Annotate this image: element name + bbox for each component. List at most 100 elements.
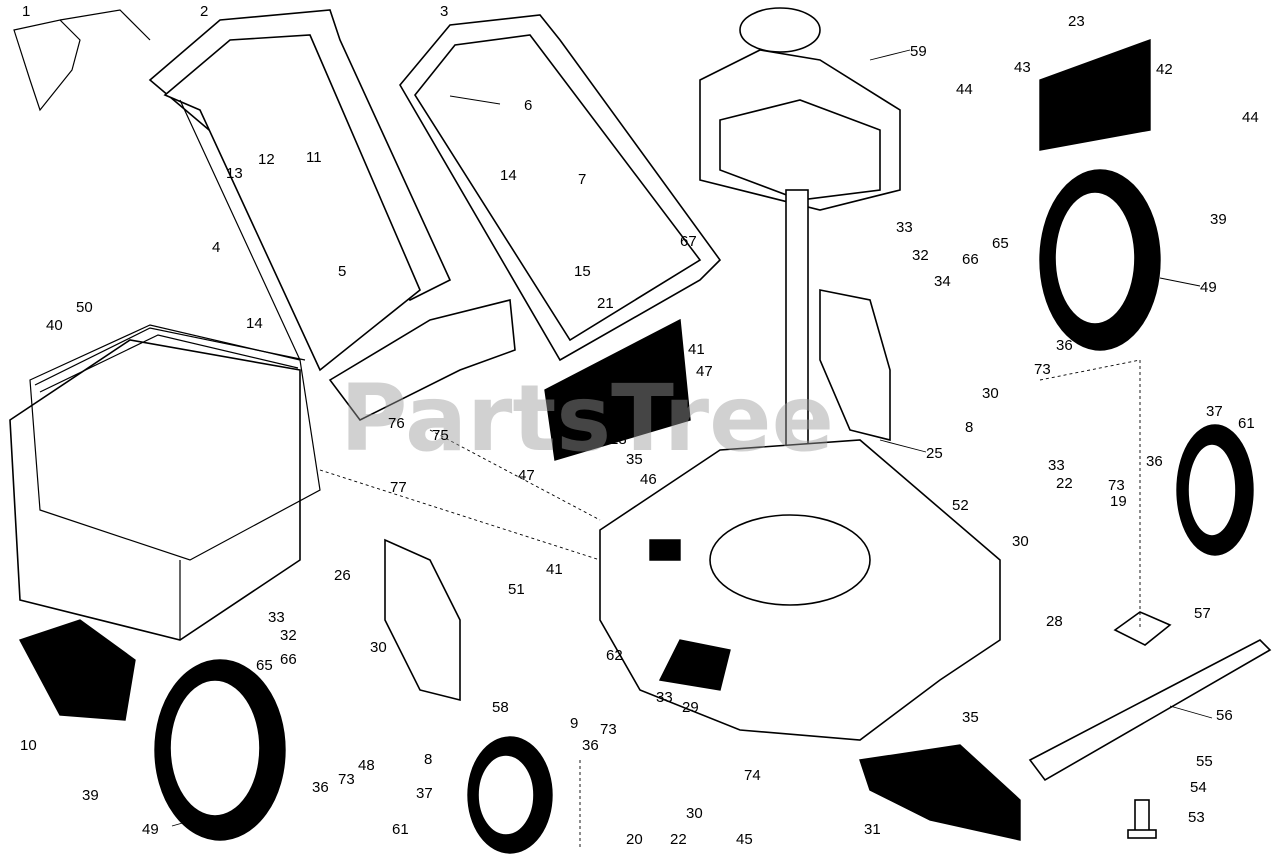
callout-31: 31 [864, 821, 881, 838]
callout-36c: 36 [582, 737, 599, 754]
callout-labels: 1 2 3 4 5 6 7 8 8 9 10 11 12 13 14 14 15… [20, 3, 1259, 848]
callout-61b: 61 [392, 821, 409, 838]
callout-22: 22 [1056, 475, 1073, 492]
callout-4: 4 [212, 239, 220, 256]
bolt-53 [1127, 799, 1157, 839]
wheel-37-bottom [467, 736, 553, 854]
callout-8b: 8 [424, 751, 432, 768]
callout-33b: 33 [1048, 457, 1065, 474]
callout-65b: 65 [256, 657, 273, 674]
handle-upper-1 [13, 9, 151, 112]
callout-33d: 33 [656, 689, 673, 706]
callout-57: 57 [1194, 605, 1211, 622]
callout-32b: 32 [280, 627, 297, 644]
callout-62: 62 [606, 647, 623, 664]
callout-50: 50 [76, 299, 93, 316]
callout-44: 44 [956, 81, 973, 98]
callout-33: 33 [896, 219, 913, 236]
callout-33c: 33 [268, 609, 285, 626]
handle-lower-3 [399, 14, 722, 362]
callout-5: 5 [338, 263, 346, 280]
callout-45: 45 [736, 831, 753, 848]
callout-48: 48 [358, 757, 375, 774]
callout-73: 73 [1034, 361, 1051, 378]
wheel-37-right [1176, 424, 1254, 556]
callout-37: 37 [1206, 403, 1223, 420]
callout-34: 34 [934, 273, 951, 290]
callout-10: 10 [20, 737, 37, 754]
bracket-25 [819, 289, 891, 442]
rear-flap-23 [1039, 39, 1151, 151]
callout-40: 40 [46, 317, 63, 334]
callout-49b: 49 [142, 821, 159, 838]
callout-51: 51 [508, 581, 525, 598]
callout-36d: 36 [312, 779, 329, 796]
callout-8: 8 [965, 419, 973, 436]
callout-30c: 30 [370, 639, 387, 656]
callout-75: 75 [432, 427, 449, 444]
callout-25: 25 [926, 445, 943, 462]
mower-deck-52 [599, 439, 1001, 741]
callout-36b: 36 [1146, 453, 1163, 470]
callout-39b: 39 [82, 787, 99, 804]
callout-59: 59 [910, 43, 927, 60]
callout-44b: 44 [1242, 109, 1259, 126]
callout-19: 19 [1110, 493, 1127, 510]
hinge-plate-21 [544, 318, 691, 461]
callout-66: 66 [962, 251, 979, 268]
callout-41b: 41 [546, 561, 563, 578]
callout-30b: 30 [1012, 533, 1029, 550]
callout-56: 56 [1216, 707, 1233, 724]
callout-11: 11 [306, 149, 322, 166]
callout-53: 53 [1188, 809, 1205, 826]
callout-14: 14 [500, 167, 517, 184]
callout-55: 55 [1196, 753, 1213, 770]
callout-28: 28 [1046, 613, 1063, 630]
chute-75 [328, 298, 516, 422]
bracket-26 [384, 538, 461, 702]
blade-56 [1028, 639, 1272, 782]
callout-61: 61 [1238, 415, 1255, 432]
bag-frame-50 [34, 327, 306, 393]
callout-12: 12 [258, 151, 275, 168]
callout-66b: 66 [280, 651, 297, 668]
callout-77: 77 [390, 479, 407, 496]
wheel-49-top [1039, 169, 1161, 351]
callout-1: 1 [22, 3, 30, 20]
callout-46: 46 [640, 471, 657, 488]
callout-73d: 73 [338, 771, 355, 788]
callout-26: 26 [334, 567, 351, 584]
callout-47b: 47 [518, 467, 535, 484]
callout-21: 21 [597, 295, 614, 312]
callout-41: 41 [688, 341, 705, 358]
callout-9: 9 [570, 715, 578, 732]
callout-54: 54 [1190, 779, 1207, 796]
callout-22b: 22 [670, 831, 687, 848]
shield-31 [859, 744, 1021, 841]
callout-6: 6 [524, 97, 532, 114]
callout-37b: 37 [416, 785, 433, 802]
handle-lower-2 [148, 9, 452, 372]
callout-76: 76 [388, 415, 405, 432]
callout-43: 43 [1014, 59, 1031, 76]
callout-2: 2 [200, 3, 208, 20]
grass-bag-40 [9, 324, 321, 641]
callout-73c: 73 [600, 721, 617, 738]
callout-18: 18 [610, 431, 627, 448]
callout-74: 74 [744, 767, 761, 784]
callout-14b: 14 [246, 315, 263, 332]
callout-23: 23 [1068, 13, 1085, 30]
engine-59 [699, 7, 901, 571]
watermark: PartsTree [340, 365, 834, 472]
callout-35b: 35 [962, 709, 979, 726]
plate-57 [1113, 611, 1172, 646]
callout-32: 32 [912, 247, 929, 264]
shield-10 [18, 619, 136, 721]
callout-65: 65 [992, 235, 1009, 252]
callout-15: 15 [574, 263, 591, 280]
callout-30d: 30 [686, 805, 703, 822]
callout-35: 35 [626, 451, 643, 468]
callout-58: 58 [492, 699, 509, 716]
callout-7: 7 [578, 171, 586, 188]
